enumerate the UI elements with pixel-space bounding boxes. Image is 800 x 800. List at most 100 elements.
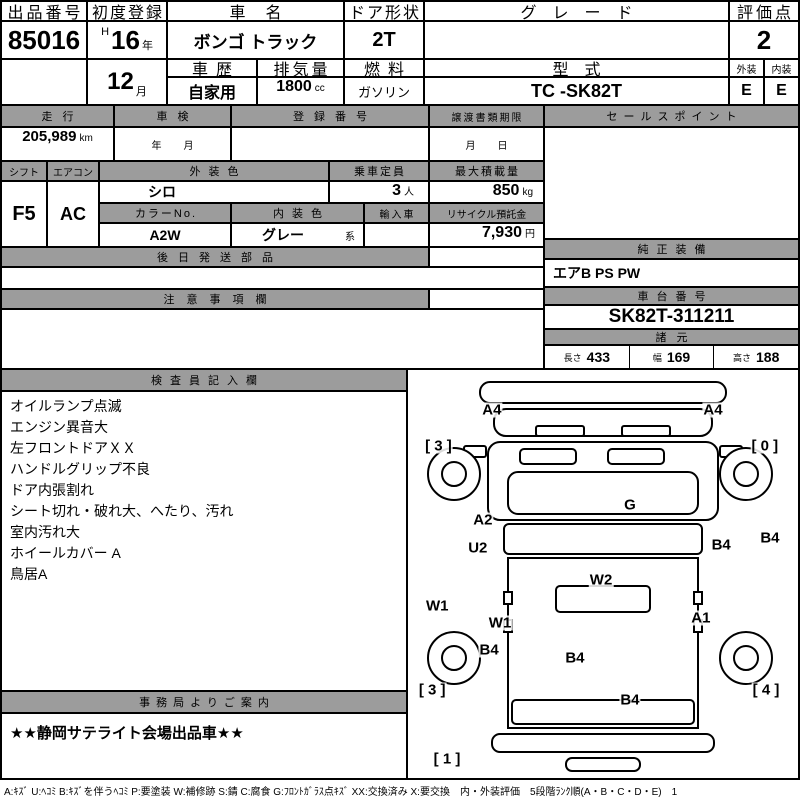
color-no-label: カラーNo. [100, 204, 230, 222]
damage-marker: A2 [472, 511, 494, 529]
auction-no-value: 85016 [2, 22, 86, 58]
inspector-note: ドア内張割れ [10, 482, 94, 498]
car-name-value: ボンゴ トラック [168, 22, 343, 58]
damage-marker: [ 3 ] [417, 681, 447, 699]
first-reg-month: 12 [107, 68, 134, 95]
damage-marker: [ 3 ] [424, 437, 453, 455]
height-label: 高さ [732, 352, 751, 363]
spec-height: 高さ 188 [713, 346, 798, 368]
car-name-label: 車名 [168, 2, 343, 20]
auction-no-empty-cell [2, 60, 86, 104]
transfer-day-unit: 日 [497, 140, 508, 152]
width-label: 幅 [652, 352, 662, 363]
spec-length: 長さ 433 [545, 346, 629, 368]
inspector-note: 鳥居A [10, 566, 48, 582]
damage-marker: [ 1 ] [432, 750, 462, 768]
damage-marker: B4 [619, 691, 641, 709]
damage-marker: [ 0 ] [750, 437, 780, 455]
inspector-note: エンジン異音大 [10, 419, 108, 435]
interior-color-name: グレー [262, 227, 304, 243]
era-mark: H [101, 26, 110, 38]
height-value: 188 [756, 349, 780, 365]
width-value: 169 [666, 349, 691, 365]
registration-value [232, 128, 428, 160]
aircon-value: AC [48, 182, 98, 246]
office-label: 事務局よりご案内 [2, 692, 406, 712]
inspector-note: シート切れ・破れ大、へたり、汚れ [10, 503, 234, 519]
interior-color-suffix: 系 [345, 231, 355, 243]
damage-marker: A4 [481, 401, 503, 419]
displacement-value: 1800 cc [258, 78, 343, 104]
first-reg-year-value: H 16 年 [88, 22, 166, 58]
inspection-value: 年 月 [115, 128, 230, 160]
form-grid: 出品番号 初度登録 車名 ドア形状 グレード 評価点 85016 H 16 年 … [0, 0, 800, 780]
inspection-label: 車検 [115, 106, 230, 126]
sales-point-label: セールスポイント [545, 106, 798, 126]
caution-body [2, 310, 543, 368]
exterior-label: 外装 [730, 60, 763, 76]
damage-marker: U2 [467, 539, 489, 557]
registration-label: 登録番号 [232, 106, 428, 126]
fuel-label: 燃料 [345, 60, 423, 76]
exterior-color-value: シロ [100, 182, 328, 202]
shift-label: シフト [2, 162, 46, 180]
year-unit: 年 [141, 40, 153, 52]
recycle-deposit-value: 7,930 円 [430, 224, 543, 246]
displacement-unit: cc [314, 83, 325, 94]
spec-values: 長さ 433 幅 169 高さ 188 [545, 346, 798, 368]
caution-side-cell [430, 290, 543, 308]
length-label: 長さ [563, 352, 582, 363]
grade-label: グレード [425, 2, 728, 20]
inspection-month-unit: 月 [183, 140, 194, 152]
caution-label: 注意事項欄 [2, 290, 428, 308]
interior-grade-value: E [765, 78, 798, 104]
legend: A:ｷｽﾞ U:ﾍｺﾐ B:ｷｽﾞを伴うﾍｺﾐ P:要塗装 W:補修跡 S:錆 … [4, 786, 678, 798]
first-reg-month-value: 12 月 [88, 60, 166, 104]
max-load-number: 850 [492, 182, 520, 199]
capacity-label: 乗車定員 [330, 162, 428, 180]
later-parts-label: 後日発送部品 [2, 248, 428, 266]
exterior-color-label: 外装色 [100, 162, 328, 180]
max-load-label: 最大積載量 [430, 162, 543, 180]
damage-marker: B4 [478, 641, 500, 659]
damage-marker: B4 [710, 536, 732, 554]
displacement-label: 排気量 [258, 60, 343, 76]
import-label: 輸入車 [365, 204, 428, 222]
inspector-note: ホイールカバー A [10, 545, 121, 561]
displacement-number: 1800 [276, 78, 312, 95]
inspector-note: 室内汚れ大 [10, 524, 80, 540]
damage-marker: W1 [425, 597, 450, 615]
inspector-note: オイルランプ点滅 [10, 398, 122, 414]
spec-width: 幅 169 [628, 346, 714, 368]
model-code-label: 型式 [425, 60, 728, 76]
damage-marker: W2 [588, 571, 614, 589]
mileage-value: 205,989 km [2, 128, 113, 160]
interior-label: 内装 [765, 60, 798, 76]
truck-top-view-drawing [427, 381, 773, 772]
office-notice: ★★静岡サテライト会場出品車★★ [2, 714, 406, 778]
max-load-value: 850 kg [430, 182, 543, 202]
grade-value [425, 22, 728, 58]
damage-marker: [ 4 ] [751, 681, 781, 699]
sales-point-body [545, 128, 798, 238]
damage-marker: G [623, 496, 637, 514]
damage-marker: A4 [702, 401, 724, 419]
later-parts-side-cell [430, 248, 543, 266]
history-label: 車歴 [168, 60, 256, 76]
max-load-unit: kg [522, 187, 533, 198]
color-no-value: A2W [100, 224, 230, 246]
history-value: 自家用 [168, 78, 256, 104]
fuel-value: ガソリン [345, 78, 423, 104]
shift-value: F5 [2, 182, 46, 246]
mileage-unit: km [79, 133, 93, 144]
transfer-deadline-value: 月 日 [430, 128, 543, 160]
score-value: 2 [730, 22, 798, 58]
inspector-note: ハンドルグリップ不良 [10, 461, 150, 477]
interior-color-label: 内装色 [232, 204, 363, 222]
chassis-no-label: 車台番号 [545, 288, 798, 304]
length-value: 433 [586, 349, 611, 365]
later-parts-body [2, 268, 543, 288]
door-shape-label: ドア形状 [345, 2, 423, 20]
